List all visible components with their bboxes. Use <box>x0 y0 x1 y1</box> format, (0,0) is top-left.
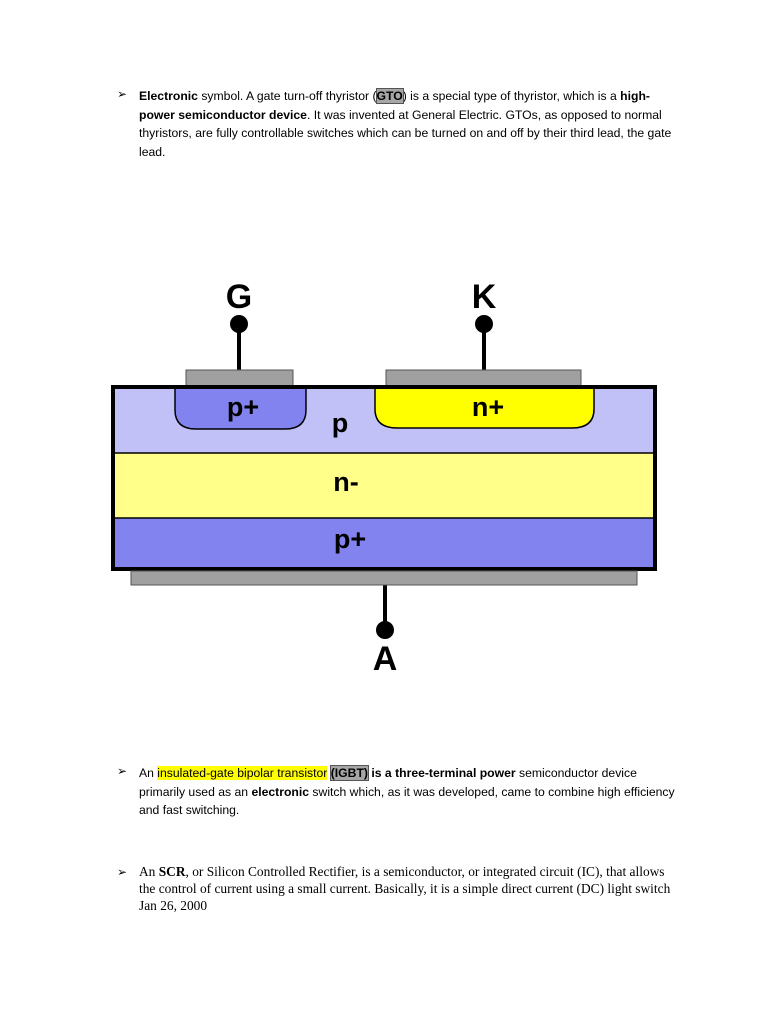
p-emitter-label: p+ <box>334 524 366 554</box>
arrow-bullet-icon: ➢ <box>117 865 128 879</box>
gto-acronym: GTO <box>375 88 404 104</box>
scr-paragraph: An SCR, or Silicon Controlled Rectifier,… <box>139 864 677 914</box>
gto-text-1: symbol. A gate turn-off thyristor <box>197 89 373 103</box>
gate-contact <box>185 369 294 388</box>
igbt-bold-2: electronic <box>251 784 310 799</box>
anode-label: A <box>373 640 398 678</box>
arrow-bullet-icon: ➢ <box>117 87 128 101</box>
n-drift-label: n- <box>333 467 358 497</box>
gate-terminal-dot <box>230 315 248 333</box>
gto-text-2: ) is a special type of thyristor, which … <box>402 89 621 103</box>
cathode-n-plus-well <box>374 386 595 429</box>
igbt-text-1: An <box>139 766 158 780</box>
gto-paren: ( <box>372 89 377 103</box>
n-drift-layer <box>113 453 655 518</box>
gto-lead-bold: Electronic <box>139 89 198 103</box>
igbt-text-2: semiconductor device primarily used as a… <box>139 766 637 799</box>
igbt-acronym: (IGBT) <box>329 765 369 781</box>
gto-bold-2: high-power semiconductor device <box>139 89 650 122</box>
igbt-highlight: insulated-gate bipolar transistor <box>157 766 328 780</box>
cathode-contact <box>385 369 582 388</box>
p-emitter-layer <box>113 518 655 569</box>
anode-terminal-dot <box>376 621 394 639</box>
cathode-terminal-dot <box>475 315 493 333</box>
anode-contact <box>130 570 638 586</box>
igbt-paragraph: An insulated-gate bipolar transistor (IG… <box>139 764 677 820</box>
cathode-well-label: n+ <box>472 392 504 422</box>
cathode-label: K <box>472 278 497 316</box>
scr-text-1: An <box>139 864 159 879</box>
gate-label: G <box>226 278 252 316</box>
device-outline <box>111 385 657 571</box>
scr-bold: SCR <box>158 864 186 879</box>
igbt-bold-1: is a three-terminal power <box>367 766 516 780</box>
scr-text-2: , or Silicon Controlled Rectifier, is a … <box>139 864 671 913</box>
bullet-item-scr: ➢ An SCR, or Silicon Controlled Rectifie… <box>117 864 677 914</box>
gto-text-3: . It was invented at General Electric. G… <box>139 107 672 159</box>
p-base-label: p <box>332 408 349 438</box>
igbt-text-3: switch which, as it was developed, came … <box>139 784 675 818</box>
bullet-item-gto: ➢ Electronic symbol. A gate turn-off thy… <box>117 87 677 161</box>
arrow-bullet-icon: ➢ <box>117 764 128 778</box>
gate-well-label: p+ <box>227 392 259 422</box>
gate-p-plus-well <box>174 386 307 430</box>
gto-paragraph: Electronic symbol. A gate turn-off thyri… <box>139 87 677 161</box>
bullet-item-igbt: ➢ An insulated-gate bipolar transistor (… <box>117 764 677 820</box>
